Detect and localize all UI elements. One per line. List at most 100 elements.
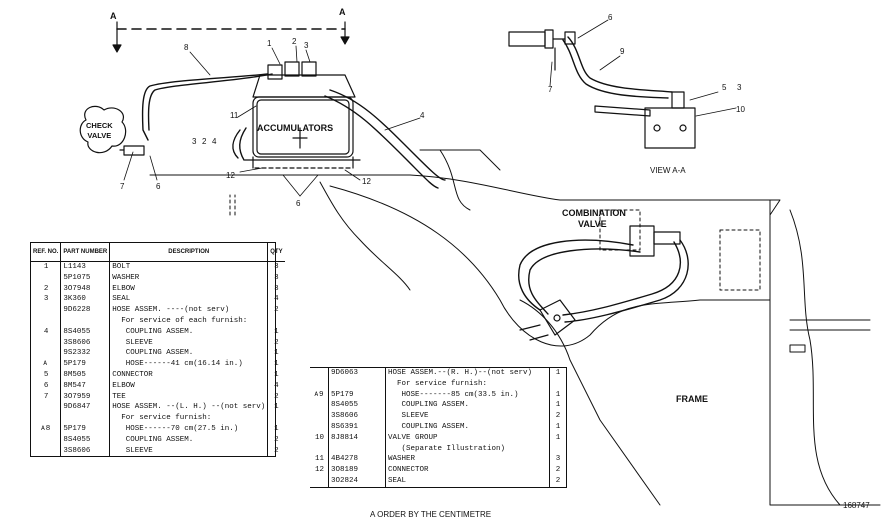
ref-cell: 1 <box>31 261 62 273</box>
ref-number: 6 <box>43 381 49 390</box>
header-ref: REF. NO. <box>31 243 62 262</box>
description-cell: ELBOW <box>109 283 269 295</box>
table-row: 8S4055 COUPLING ASSEM.2 <box>31 434 285 446</box>
ref-cell: 4 <box>31 326 62 338</box>
description-cell: HOSE ASSEM.--(R. H.)--(not serv) <box>385 368 550 379</box>
description-cell: HOSE ASSEM. ----(not serv) <box>109 305 269 316</box>
ref-number: 3 <box>43 295 49 304</box>
description-cell: For service furnish: <box>109 413 269 424</box>
callout-3: 3 <box>304 41 309 50</box>
part-number-cell: 3O7948 <box>60 283 111 295</box>
callout-7c: 7 <box>548 85 553 94</box>
view-aa-group <box>508 29 696 149</box>
ref-cell <box>31 305 62 316</box>
ref-cell <box>31 337 62 349</box>
accumulators-group <box>244 61 361 169</box>
check-valve <box>79 105 145 156</box>
ref-number: 2 <box>43 284 49 293</box>
ref-number: 9 <box>319 390 324 399</box>
qty-cell: 1 <box>274 349 279 358</box>
part-number-cell: 9S2332 <box>60 348 111 360</box>
ref-cell: A9 <box>310 389 329 401</box>
description-cell: SLEEVE <box>385 411 550 422</box>
ref-cell <box>31 445 62 457</box>
ref-cell <box>31 434 62 446</box>
description-cell: WASHER <box>385 454 550 466</box>
ref-cell <box>31 315 62 327</box>
order-mark: A <box>314 390 319 398</box>
ref-cell: 6 <box>31 380 62 392</box>
callout-3b: 3 <box>192 137 197 146</box>
callout-12b: 12 <box>362 177 371 186</box>
description-cell: COUPLING ASSEM. <box>385 421 550 433</box>
table-row: For service furnish: <box>31 413 285 424</box>
ref-cell: 7 <box>31 391 62 403</box>
qty-cell: 1 <box>555 390 561 399</box>
callout-12a: 12 <box>226 171 235 180</box>
qty-cell: 3 <box>274 263 279 271</box>
qty-cell: 1 <box>274 360 279 369</box>
description-cell: COUPLING ASSEM. <box>109 434 269 446</box>
callout-6b: 6 <box>296 199 301 208</box>
ref-number: 1 <box>43 263 49 271</box>
description-cell: (Separate Illustration) <box>385 443 550 455</box>
ref-cell <box>310 421 329 433</box>
callout-11: 11 <box>230 111 239 120</box>
ref-cell <box>31 348 62 360</box>
table-row: 8S4055 COUPLING ASSEM.1 <box>310 400 566 412</box>
ref-cell <box>310 411 329 422</box>
description-cell: HOSE------41 cm(16.14 in.) <box>109 359 269 370</box>
description-cell: For service furnish: <box>385 378 550 390</box>
accumulators-label: ACCUMULATORS <box>257 123 334 133</box>
description-cell: CONNECTOR <box>385 465 550 476</box>
ref-cell <box>310 368 329 379</box>
description-cell: HOSE ASSEM. --(L. H.) --(not serv) <box>109 402 269 414</box>
header-description: DESCRIPTION <box>109 243 269 262</box>
leader-lines <box>123 19 737 197</box>
description-cell: HOSE------70 cm(27.5 in.) <box>109 423 269 435</box>
part-number-cell <box>328 443 386 455</box>
ref-number: 12 <box>314 466 324 475</box>
ref-cell: 11 <box>310 454 329 466</box>
ref-cell: 3 <box>31 294 62 306</box>
drawing-number: 168747 <box>843 501 870 510</box>
part-number-cell: 3O8189 <box>328 465 386 476</box>
qty-cell: 3 <box>274 284 279 293</box>
table-row: 8S6391 COUPLING ASSEM.1 <box>310 421 566 433</box>
description-cell: VALVE GROUP <box>385 432 550 444</box>
qty-cell: 1 <box>555 422 561 431</box>
part-number-cell <box>328 378 386 390</box>
qty-cell <box>268 413 285 424</box>
ref-cell: 10 <box>310 432 329 444</box>
part-number-cell: 8S4055 <box>60 326 111 338</box>
section-line <box>112 21 350 53</box>
table-row: 9S2332 COUPLING ASSEM.1 <box>31 348 285 360</box>
qty-cell: 2 <box>274 446 279 455</box>
part-number-cell: 9D6847 <box>60 402 111 414</box>
callout-9: 9 <box>620 47 625 56</box>
description-cell: WASHER <box>109 272 269 284</box>
part-number-cell: 4B4278 <box>328 454 386 466</box>
ref-cell: 12 <box>310 465 329 476</box>
qty-cell: 2 <box>274 338 279 347</box>
qty-cell <box>550 444 567 455</box>
callout-3c: 3 <box>737 83 742 92</box>
ref-cell <box>31 402 62 414</box>
view-aa-label: VIEW A-A <box>650 166 686 175</box>
qty-cell: 2 <box>274 306 279 315</box>
part-number-cell: 5P179 <box>60 359 111 370</box>
part-number-cell: 9D6228 <box>60 305 111 316</box>
